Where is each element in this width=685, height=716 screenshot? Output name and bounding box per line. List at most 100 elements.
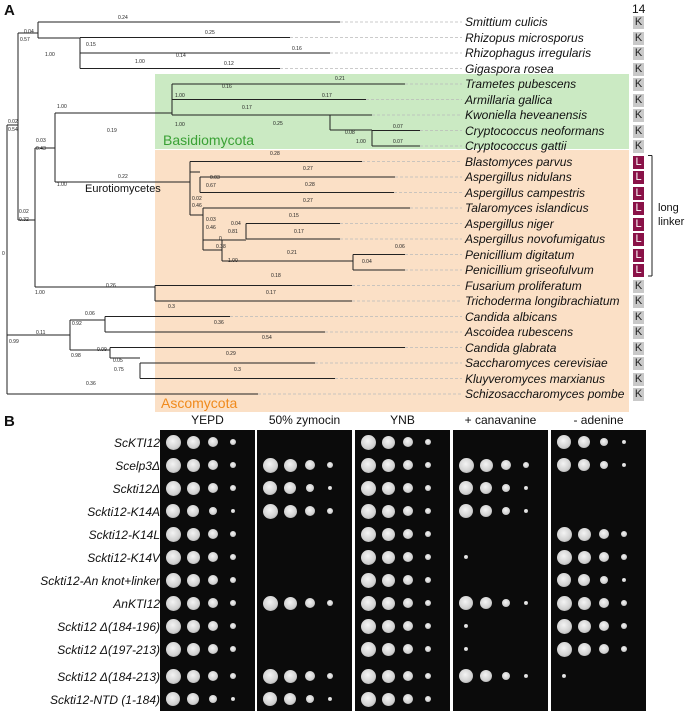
yeast-colony <box>166 504 180 518</box>
yeast-colony <box>425 646 431 652</box>
branch-support-label: 0.27 <box>303 166 313 172</box>
branch-support-label: 0.67 <box>206 183 216 189</box>
yeast-colony <box>622 440 626 444</box>
branch-support-label: 0.19 <box>107 128 117 134</box>
branch-support-label: 0.3 <box>234 367 241 373</box>
branch-support-label: 0.25 <box>273 121 283 127</box>
yeast-colony <box>600 438 608 446</box>
yeast-colony <box>403 552 413 562</box>
yeast-colony <box>578 574 590 586</box>
yeast-colony <box>425 577 431 583</box>
strain-label: Sckti12-K14V <box>87 551 160 565</box>
branch-support-label: 0.28 <box>305 182 315 188</box>
yeast-colony <box>230 439 236 445</box>
yeast-colony <box>403 644 413 654</box>
branch-support-label: 0.16 <box>292 46 302 52</box>
branch-support-label: 0.15 <box>289 213 299 219</box>
species-name: Penicillium griseofulvum <box>465 263 594 277</box>
branch-support-label: 0.02 <box>192 196 202 202</box>
species-name: Candida glabrata <box>465 340 557 355</box>
yeast-colony <box>381 596 395 610</box>
yeast-colony <box>283 458 297 472</box>
species-name: Ascoidea rubescens <box>465 325 574 339</box>
yeast-colony <box>557 458 571 472</box>
branch-support-label: 0.12 <box>224 61 234 67</box>
yeast-colony <box>360 595 376 611</box>
yeast-colony <box>381 458 395 472</box>
yeast-colony <box>208 644 218 654</box>
yeast-colony <box>480 505 492 517</box>
yeast-colony <box>621 531 627 537</box>
branch-support-label: 0.54 <box>8 127 18 133</box>
branch-support-label: 1.00 <box>356 139 366 145</box>
branch-support-label: 0.46 <box>206 225 216 231</box>
species-name: Trametes pubescens <box>465 77 577 91</box>
condition-header: YNB <box>390 413 415 427</box>
yeast-colony <box>403 598 413 608</box>
yeast-colony <box>459 481 473 495</box>
branch-support-label: 0.3 <box>168 304 175 310</box>
branch-support-label: 0.03 <box>206 217 216 223</box>
branch-support-label: 0.99 <box>9 339 19 345</box>
yeast-colony <box>480 670 492 682</box>
yeast-colony <box>305 506 315 516</box>
yeast-colony <box>230 485 236 491</box>
yeast-colony <box>524 601 528 605</box>
yeast-colony <box>327 508 333 514</box>
yeast-colony <box>230 462 236 468</box>
yeast-colony <box>186 619 200 633</box>
yeast-colony <box>165 618 181 634</box>
species-name: Kluyveromyces marxianus <box>465 371 606 386</box>
branch-support-label: 0.32 <box>19 217 29 223</box>
branch-support-label: 0.26 <box>106 283 116 289</box>
yeast-colony <box>305 671 315 681</box>
yeast-colony <box>381 504 395 518</box>
yeast-colony <box>360 549 376 565</box>
branch-support-label: 1.00 <box>175 122 185 128</box>
yeast-colony <box>403 575 413 585</box>
residue-box: K <box>633 388 644 401</box>
yeast-colony <box>186 550 200 564</box>
species-name: Rhizopus microsporus <box>465 30 584 45</box>
branch-support-label: 0.54 <box>262 335 272 341</box>
yeast-colony <box>208 529 218 539</box>
yeast-colony <box>208 621 218 631</box>
branch-support-label: 1.00 <box>57 104 67 110</box>
residue-box: L <box>633 248 644 262</box>
condition-header: - adenine <box>573 413 624 427</box>
yeast-colony <box>360 641 376 657</box>
species-name: Penicillium digitatum <box>465 247 575 262</box>
species-name: Aspergillus campestris <box>465 185 586 200</box>
yeast-colony <box>381 527 395 541</box>
branch-support-label: 0.06 <box>395 244 405 250</box>
yeast-colony <box>381 435 395 449</box>
yeast-colony <box>263 481 277 495</box>
panel-b-letter: B <box>4 413 15 430</box>
yeast-colony <box>360 668 376 684</box>
yeast-colony <box>577 527 591 541</box>
yeast-colony <box>381 481 395 495</box>
yeast-colony <box>165 526 181 542</box>
yeast-colony <box>381 642 395 656</box>
yeast-colony <box>480 597 492 609</box>
branch-support-label: 1.00 <box>57 182 67 188</box>
yeast-colony <box>165 457 181 473</box>
residue-box: K <box>633 78 644 91</box>
yeast-colony <box>230 673 236 679</box>
yeast-colony <box>187 693 199 705</box>
branch-support-label: 0.21 <box>335 76 345 82</box>
branch-support-label: 0.27 <box>303 198 313 204</box>
yeast-colony <box>524 486 528 490</box>
branch-support-label: 0.17 <box>294 229 304 235</box>
yeast-colony <box>502 599 510 607</box>
yeast-colony <box>165 434 181 450</box>
species-name: Armillaria gallica <box>465 92 553 107</box>
residue-box: K <box>633 326 644 339</box>
yeast-colony <box>262 457 278 473</box>
yeast-colony <box>327 600 333 606</box>
yeast-colony <box>577 642 591 656</box>
branch-support-label: 0.29 <box>226 351 236 357</box>
residue-box: L <box>633 217 644 231</box>
strain-label: Sckti12Δ <box>112 482 160 496</box>
yeast-colony <box>403 483 413 493</box>
